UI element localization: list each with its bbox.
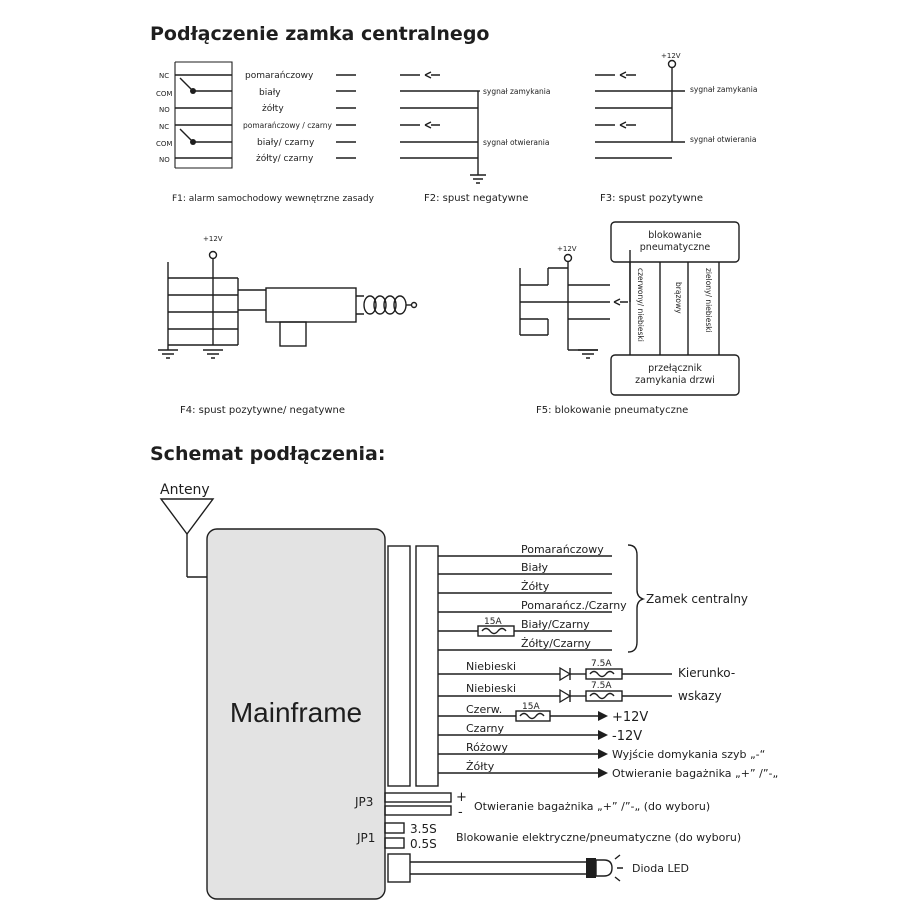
f5-door-line2: zamykania drzwi: [635, 375, 715, 386]
f4-caption: F4: spust pozytywne/ negatywne: [180, 405, 345, 416]
f4-v12-label: +12V: [203, 235, 223, 243]
fuse-75a-label-2: 7.5A: [591, 681, 612, 691]
wire-orange-black: Pomarańcz./Czarny: [521, 599, 627, 612]
fuse-15a-label-1: 15A: [484, 617, 502, 627]
jp3-description: Otwieranie bagażnika „+” /”-„ (do wyboru…: [474, 800, 710, 813]
f3-signal-open: sygnał otwierania: [690, 135, 756, 144]
wire-yellow: Żółty: [521, 580, 550, 593]
f5-v12-label: +12V: [557, 245, 577, 253]
central-lock-label: Zamek centralny: [646, 592, 748, 606]
wire-pink: Różowy: [466, 741, 508, 754]
diode-icon: [559, 688, 572, 704]
jp1-label: JP1: [356, 831, 375, 845]
wire-red: Czerw.: [466, 703, 502, 716]
diode-icon: [559, 666, 572, 682]
jp1-0-5s: 0.5S: [410, 837, 437, 851]
jp1-description: Blokowanie elektryczne/pneumatyczne (do …: [456, 831, 741, 844]
jp3-minus: -: [458, 805, 463, 820]
f4-positive-negative-trigger: +12V F4: spust pozytywne/ negatywne: [158, 235, 418, 416]
f5-wire-red-blue: czerwony/ niebieski: [636, 268, 645, 342]
f5-pneumatic-line1: blokowanie: [648, 230, 702, 241]
f1-terminal-no2: NO: [159, 156, 170, 164]
f3-positive-trigger: +12V sygnał zamykania sygnał otwierania …: [595, 52, 758, 204]
wire-orange: Pomarańczowy: [521, 543, 604, 556]
f2-caption: F2: spust negatywne: [424, 193, 528, 204]
arrow-icon: [598, 749, 608, 759]
f1-wire-yellow: żółty: [262, 103, 284, 114]
fuse-icon: [585, 668, 623, 680]
f1-wire-yellow-black: żółty/ czarny: [256, 153, 314, 164]
jp3-plus: +: [456, 790, 467, 805]
plus-12v-label: +12V: [612, 710, 648, 725]
f3-signal-close: sygnał zamykania: [690, 85, 758, 94]
f2-signal-close: sygnał zamykania: [483, 87, 551, 96]
f2-signal-open: sygnał otwierania: [483, 138, 549, 147]
mainframe-label: Mainframe: [230, 697, 362, 728]
trunk-open-label: Otwieranie bagażnika „+” /”-„: [612, 767, 778, 780]
fuse-75a-label-1: 7.5A: [591, 659, 612, 669]
f1-terminal-com2: COM: [156, 140, 172, 148]
wire-white: Biały: [521, 561, 548, 574]
led-label: Dioda LED: [632, 862, 689, 875]
f5-caption: F5: blokowanie pneumatyczne: [536, 405, 688, 416]
wire-black: Czarny: [466, 722, 504, 735]
wire-white-black: Biały/Czarny: [521, 618, 590, 631]
wire-blue-1: Niebieski: [466, 660, 516, 673]
wire-blue-2: Niebieski: [466, 682, 516, 695]
f1-terminal-nc1: NC: [159, 72, 169, 80]
fuse-icon: [477, 625, 515, 637]
f5-pneumatic-lock: +12V blokowanie pneumatyczne przełącznik…: [519, 221, 740, 416]
arrow-icon: [598, 711, 608, 721]
fuse-15a-label-2: 15A: [522, 702, 540, 712]
window-close-output-label: Wyjście domykania szyb „-“: [612, 748, 765, 761]
antenna-icon: [159, 498, 215, 536]
fuse-icon: [585, 690, 623, 702]
f1-caption: F1: alarm samochodowy wewnętrzne zasady: [172, 194, 375, 204]
f5-wire-green-blue: zielony/ niebieski: [704, 268, 713, 333]
f1-wire-white: biały: [259, 88, 281, 98]
turn-signal-label-1: Kierunko-: [678, 666, 735, 680]
f1-wire-white-black: biały/ czarny: [257, 138, 315, 148]
minus-12v-label: -12V: [612, 729, 642, 744]
f3-v12-label: +12V: [661, 52, 681, 60]
fuse-icon: [515, 710, 551, 722]
led-icon: [595, 859, 613, 877]
wire-yellow-trunk: Żółty: [466, 760, 495, 773]
f5-pneumatic-line2: pneumatyczne: [640, 242, 711, 253]
f1-wire-orange: pomarańczowy: [245, 71, 314, 81]
f1-alarm-internal: NC COM NO NC COM NO pomarańczowy biały ż…: [156, 61, 375, 204]
f1-wire-orange-black: pomarańczowy / czarny: [243, 121, 333, 130]
jp3-label: JP3: [354, 795, 373, 809]
turn-signal-label-2: wskazy: [678, 689, 722, 703]
f1-terminal-no1: NO: [159, 106, 170, 114]
f3-caption: F3: spust pozytywne: [600, 193, 703, 204]
f2-negative-trigger: sygnał zamykania sygnał otwierania F2: s…: [400, 71, 551, 204]
f5-door-line1: przełącznik: [648, 363, 702, 374]
title-top: Podłączenie zamka centralnego: [150, 23, 489, 45]
main-schematic: Anteny Mainframe: [159, 482, 778, 900]
f5-wire-brown: brązowy: [674, 282, 683, 314]
arrow-icon: [598, 768, 608, 778]
antenna-label: Anteny: [160, 482, 210, 498]
arrow-icon: [598, 730, 608, 740]
f1-terminal-nc2: NC: [159, 123, 169, 131]
title-bottom: Schemat podłączenia:: [150, 443, 385, 465]
mainframe-box: [206, 528, 386, 900]
wire-yellow-black: Żółty/Czarny: [521, 637, 591, 650]
jp1-3-5s: 3.5S: [410, 822, 437, 836]
f1-terminal-com1: COM: [156, 90, 172, 98]
